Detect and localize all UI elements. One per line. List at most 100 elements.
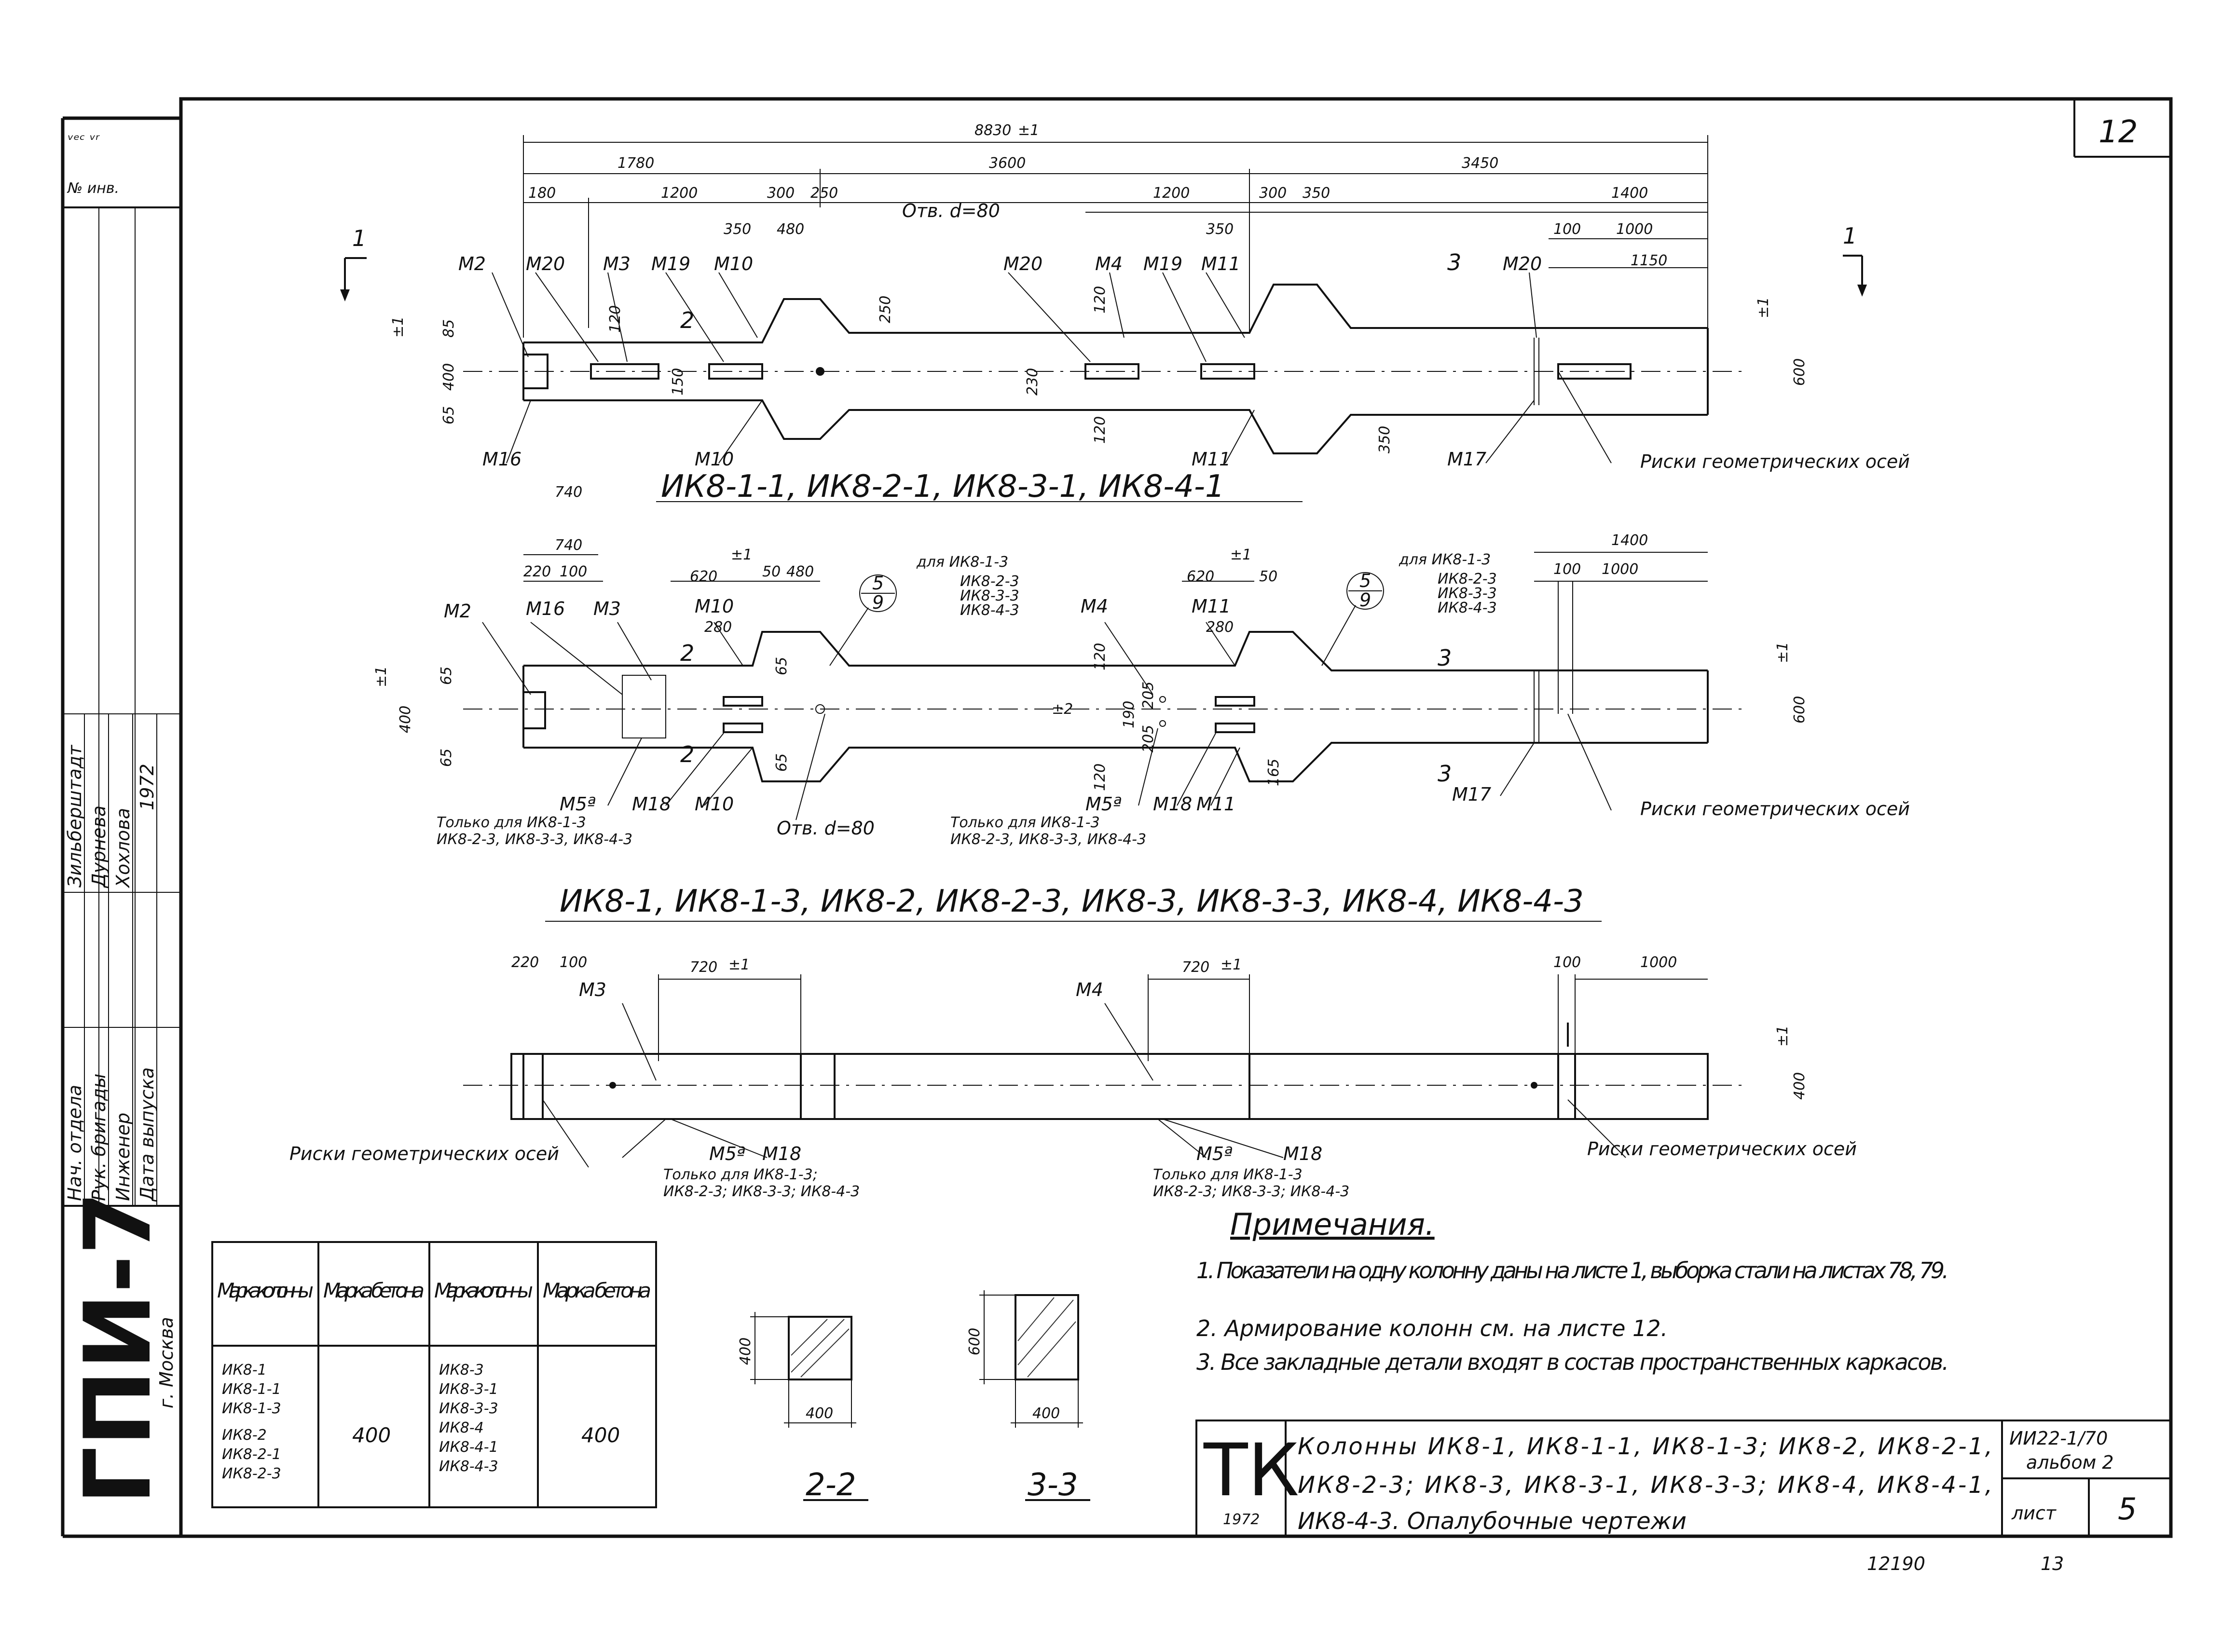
- view3-axis-note-right: Риски геометрических осей: [1587, 1138, 1857, 1160]
- footer-left-number: 12190: [1867, 1553, 1925, 1574]
- title-year: 1972: [1223, 1511, 1260, 1528]
- view1-dim-300b: 300: [1259, 185, 1287, 202]
- view1-dim-300a: 300: [767, 185, 795, 202]
- view2-callout-b-line2: ИК8-2-3: [1438, 571, 1497, 587]
- view2-dim-600: 600: [1791, 696, 1808, 724]
- table-col2-value: 400: [352, 1423, 391, 1447]
- view2-callout-b-num: 5: [1359, 570, 1371, 591]
- view1-h-150: 150: [670, 368, 686, 396]
- view2-dim-50b: 50: [1259, 568, 1277, 585]
- view2-mark-M18-1: М18: [632, 793, 671, 815]
- view1-mark-M19a: М19: [651, 253, 690, 274]
- view2-dim-620a: 620: [690, 568, 717, 585]
- view1-mark-M11a: М11: [1201, 253, 1240, 274]
- view2-tol-left: ±1: [373, 666, 390, 687]
- stamp-inv: № инв.: [67, 180, 119, 197]
- view2-tol-b: ±1: [1230, 546, 1251, 563]
- view2-mark-M16: М16: [526, 598, 565, 619]
- view2-dim-620b: 620: [1187, 568, 1214, 585]
- view1-dim-1200a: 1200: [661, 185, 698, 202]
- sig-name-3: Хохлова: [112, 808, 134, 888]
- view2-dim-100b: 100: [1553, 561, 1581, 578]
- title-desc-3: ИК8-4-3. Опалубочные чертежи: [1298, 1508, 1687, 1535]
- view2-dim-280a: 280: [704, 619, 732, 636]
- view1-dim-350b: 350: [724, 221, 751, 238]
- view1-dim-1400: 1400: [1611, 185, 1648, 202]
- view3-dim-720a: 720: [690, 959, 717, 976]
- title-tk: ТК: [1203, 1429, 1299, 1513]
- view2-section-mark-3b: 3: [1438, 761, 1452, 787]
- view1-dim-1000: 1000: [1616, 221, 1653, 238]
- view1-dim-350: 350: [1303, 185, 1330, 202]
- signature-block: Нач. отдела Рук. бригады Инженер Дата вы…: [64, 744, 158, 1202]
- section-3-3: [979, 1290, 1090, 1501]
- view3-mark-M18-1: М18: [762, 1143, 801, 1164]
- view1-overall-tol: ±1: [1018, 122, 1039, 139]
- sig-role-2: Рук. бригады: [88, 1074, 110, 1201]
- view1-mark-M20a: М20: [526, 253, 565, 274]
- view3-note-left-2: ИК8-2-3; ИК8-3-3; ИК8-4-3: [663, 1183, 860, 1200]
- view1-section-mark-3: 3: [1447, 249, 1461, 275]
- view1-mark-M17: М17: [1447, 449, 1486, 470]
- view2-callout-b-den: 9: [1359, 589, 1371, 611]
- view1-h-120b: 120: [1092, 286, 1109, 314]
- view2-column-drawing: [463, 552, 1746, 922]
- view1-dim-250: 250: [810, 185, 838, 202]
- view2-only-note-1: Только для ИК8-1-3: [437, 814, 586, 831]
- view1-axis-note: Риски геометрических осей: [1640, 451, 1910, 472]
- view1-tol-right: ±1: [1755, 297, 1772, 318]
- view1-title: ИК8-1-1, ИК8-2-1, ИК8-3-1, ИК8-4-1: [661, 469, 1225, 505]
- section-2-2-height: 400: [737, 1338, 754, 1365]
- view3-dim-1000: 1000: [1640, 954, 1677, 971]
- view2-dim-65b: 65: [438, 749, 455, 767]
- view3-note-mid-2: ИК8-2-3; ИК8-3-3; ИК8-4-3: [1153, 1183, 1349, 1200]
- view1-h-400: 400: [440, 363, 457, 391]
- view2-section-mark-3a: 3: [1438, 645, 1452, 671]
- view3-dim-100b: 100: [1553, 954, 1581, 971]
- view2-dim-50a: 50: [762, 563, 781, 580]
- view2-mark-M10b: М10: [695, 793, 734, 815]
- view2-dim-120b: 120: [1092, 764, 1109, 791]
- table-col1-row3: ИК8-1-3: [222, 1400, 281, 1417]
- table-col1-row6: ИК8-2-3: [222, 1465, 281, 1482]
- view2-dim-205a: 205: [1140, 682, 1157, 709]
- view2-dim-120a: 120: [1092, 643, 1109, 670]
- section-3-3-height: 600: [966, 1328, 983, 1355]
- sig-name-1: Зильберштадт: [64, 744, 85, 887]
- table-col1-row2: ИК8-1-1: [222, 1381, 281, 1398]
- concrete-grade-table: [211, 1241, 657, 1508]
- view2-hole-label: Отв. d=80: [777, 818, 875, 839]
- view2-dim-165: 165: [1265, 759, 1282, 786]
- view3-mark-M5a-2: М5ª: [1196, 1143, 1233, 1164]
- view1-hole-label: Отв. d=80: [902, 200, 1000, 221]
- view3-note-mid-1: Только для ИК8-1-3: [1153, 1166, 1303, 1183]
- view3-dim-220: 220: [511, 954, 539, 971]
- view1-mark-M20b: М20: [1003, 253, 1042, 274]
- corner-sheet-number: 12: [2099, 114, 2138, 150]
- sig-name-2: Дурнева: [88, 806, 110, 888]
- view2-callout-a-den: 9: [872, 592, 884, 613]
- view1-mark-M2: М2: [458, 253, 486, 274]
- view1-mark-M4: М4: [1095, 253, 1123, 274]
- table-col3-row2: ИК8-3-1: [439, 1381, 498, 1398]
- view1-dim-1780: 1780: [617, 155, 654, 172]
- sig-role-3: Инженер: [112, 1113, 134, 1201]
- view2-mark-M5a-2: М5ª: [1085, 793, 1122, 815]
- view2-callout-b-line4: ИК8-4-3: [1438, 600, 1497, 616]
- notes-title: Примечания.: [1230, 1207, 1435, 1242]
- view2-mark-M17: М17: [1452, 784, 1491, 805]
- view1-dim-3450: 3450: [1462, 155, 1498, 172]
- view1-dim-180: 180: [528, 185, 556, 202]
- view2-dim-740: 740: [555, 537, 582, 554]
- view2-mark-M5a-1: М5ª: [560, 793, 596, 815]
- view3-mark-M5a-1: М5ª: [709, 1143, 745, 1164]
- view1-dim-1200b: 1200: [1153, 185, 1190, 202]
- view2-dim-220: 220: [523, 563, 551, 580]
- view3-axis-note-left: Риски геометрических осей: [289, 1143, 559, 1164]
- view2-callout-b-line1: для ИК8-1-3: [1399, 551, 1491, 568]
- view2-callout-a-line2: ИК8-2-3: [960, 573, 1019, 590]
- section-3-3-label: 3-3: [1028, 1467, 1078, 1503]
- view2-dim-100: 100: [560, 563, 587, 580]
- title-sheet-number: 5: [2118, 1491, 2137, 1527]
